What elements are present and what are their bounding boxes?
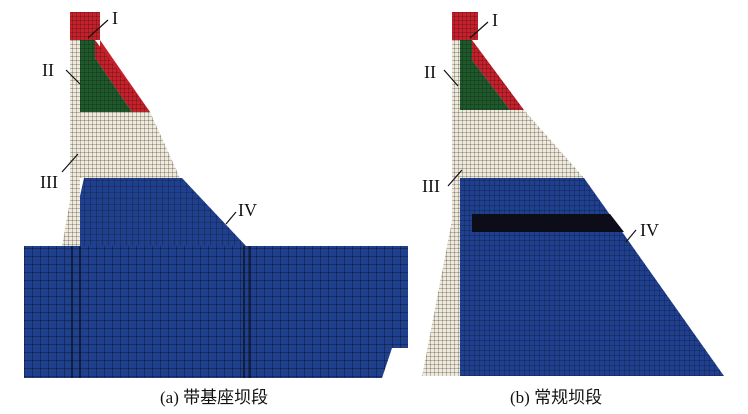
label-zone-IV-b: IV	[640, 220, 659, 240]
label-zone-IV: IV	[238, 200, 257, 220]
mesh-diagram-a: I II III IV	[24, 8, 408, 378]
dark-band-b	[472, 214, 624, 232]
label-zone-I: I	[112, 8, 118, 28]
mesh-diagram-b: I II III IV	[422, 10, 724, 376]
label-zone-II-b: II	[424, 62, 436, 82]
panel-a: I II III IV (a) 带基座坝段	[24, 8, 408, 407]
caption-b: (b) 常规坝段	[510, 388, 603, 407]
panel-b: I II III IV (b) 常规坝段	[414, 0, 748, 414]
label-zone-III: III	[40, 172, 58, 192]
caption-a: (a) 带基座坝段	[160, 388, 269, 407]
label-zone-II: II	[42, 60, 54, 80]
zone-I-slope	[100, 40, 150, 112]
label-zone-III-b: III	[422, 176, 440, 196]
label-zone-I-b: I	[492, 10, 498, 30]
